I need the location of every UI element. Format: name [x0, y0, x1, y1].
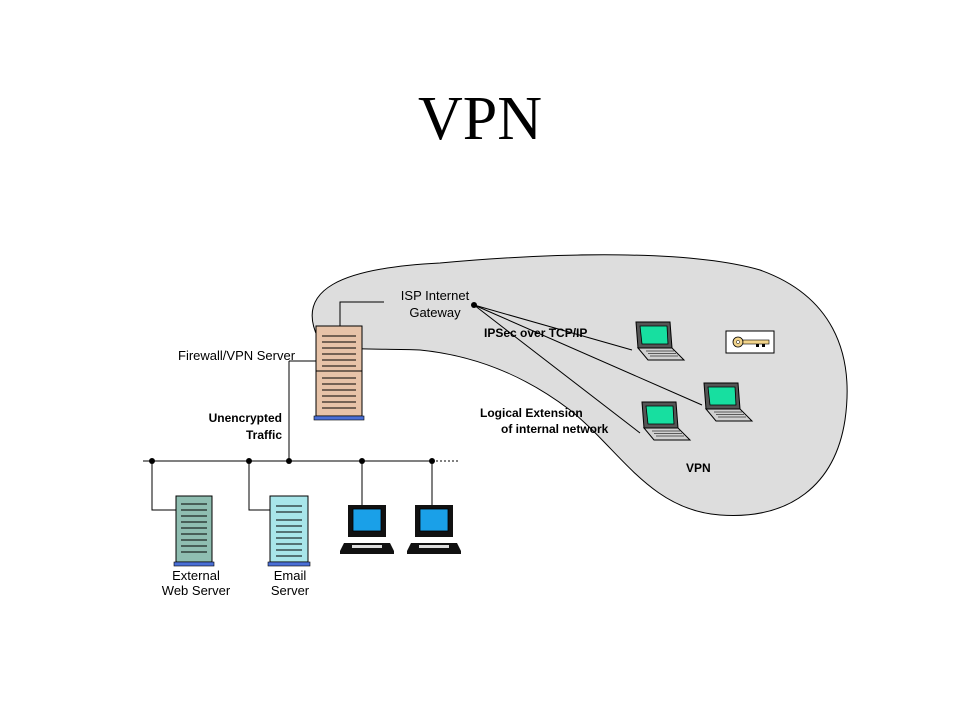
- unencrypted-traffic-label-line2: Traffic: [246, 428, 282, 442]
- external-web-server-label-line2: Web Server: [162, 583, 231, 598]
- external-web-server-label-line1: External: [172, 568, 220, 583]
- external-web-server: [173, 495, 215, 567]
- ipsec-tunnel-1: [473, 304, 633, 351]
- ipsec-tunnel-2: [473, 304, 703, 406]
- gateway-link: [339, 301, 384, 330]
- logical-extension-label-line2: of internal network: [501, 422, 609, 436]
- desktop-computer-icon: [339, 504, 395, 555]
- logical-extension-label-line1: Logical Extension: [480, 406, 583, 420]
- vpn-zone-cloud: [311, 254, 848, 516]
- vpn-zone-label: VPN: [686, 461, 711, 475]
- isp-gateway-label-line1: ISP Internet: [401, 288, 470, 303]
- network-nodes: [149, 302, 477, 464]
- firewall-vpn-server-label: Firewall/VPN Server: [178, 348, 296, 363]
- slide-title: VPN: [417, 85, 543, 153]
- desktop-computer-icon: [406, 504, 462, 555]
- firewall-vpn-server: [313, 325, 365, 421]
- email-server-drop: [248, 461, 270, 511]
- email-server-label-line1: Email: [274, 568, 307, 583]
- email-server: [267, 495, 311, 567]
- ipsec-label: IPSec over TCP/IP: [484, 326, 587, 340]
- email-server-label-line2: Server: [271, 583, 310, 598]
- ipsec-tunnel-3: [473, 304, 641, 434]
- web-server-drop: [151, 461, 176, 511]
- isp-gateway-label-line2: Gateway: [409, 305, 461, 320]
- key-icon: [725, 330, 775, 354]
- network-links: [143, 301, 703, 511]
- unencrypted-traffic-label-line1: Unencrypted: [209, 411, 282, 425]
